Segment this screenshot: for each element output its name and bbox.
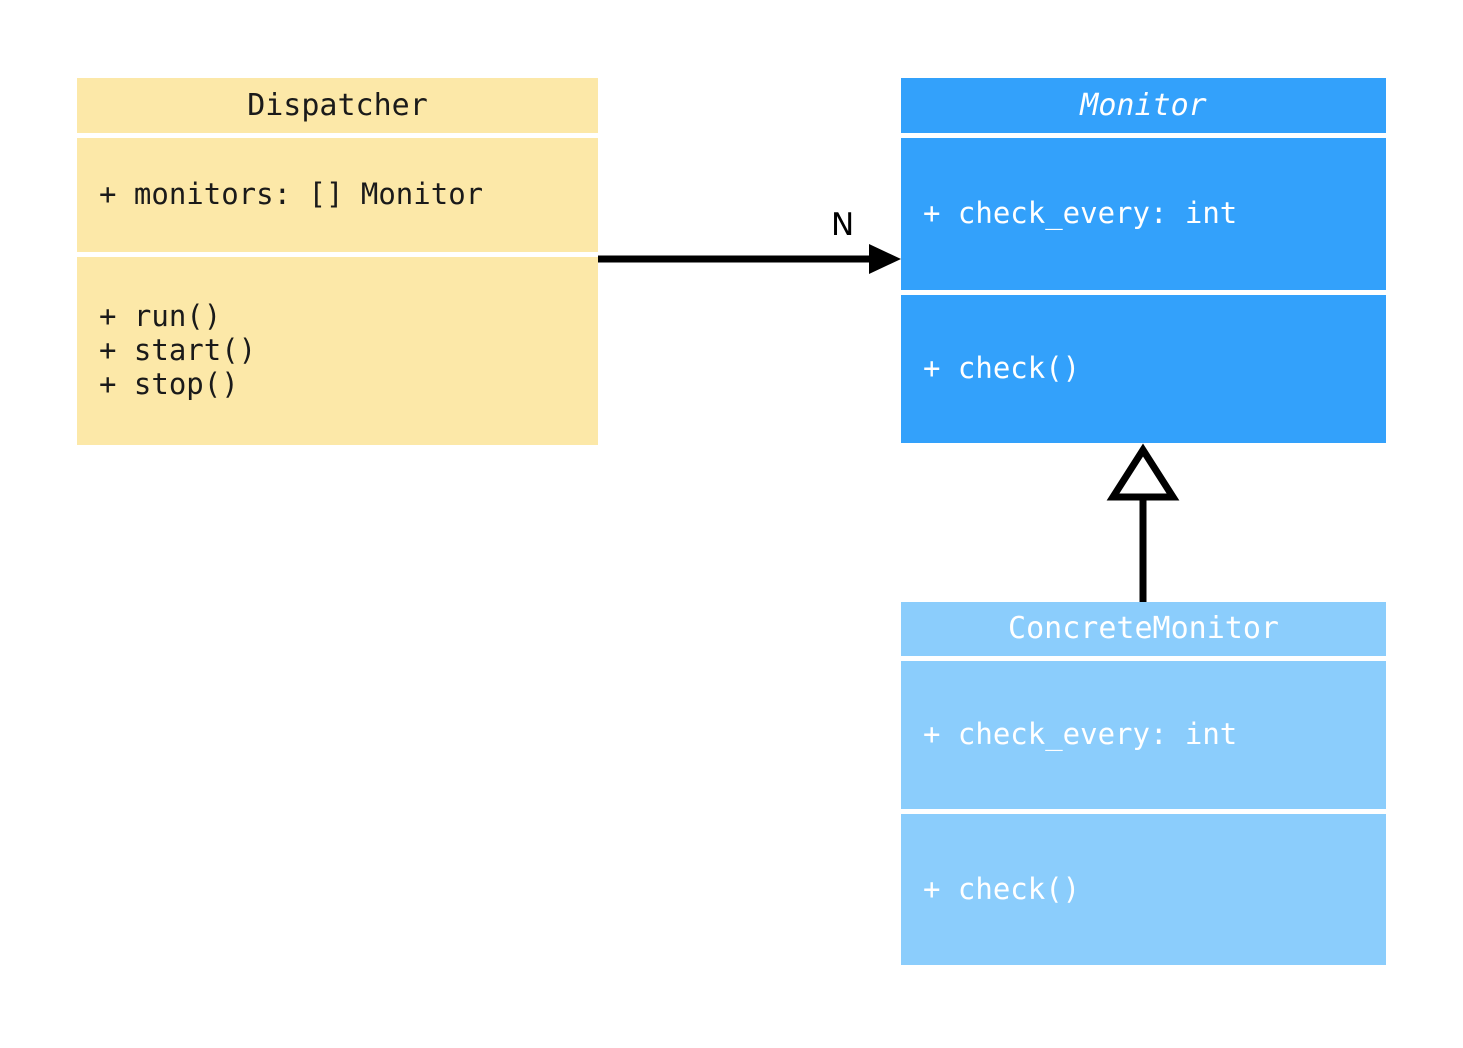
generalization-hollow-triangle-icon [1106,443,1180,501]
method-row: + run() [99,299,222,334]
method-row: + check() [923,871,1081,906]
attribute-row: + check_every: int [923,717,1238,752]
method-row: + check() [923,351,1081,386]
class-attributes-dispatcher: + monitors: [] Monitor [77,138,598,252]
association-arrow-dispatcher-monitor [598,244,901,274]
class-methods-monitor: + check() [901,295,1386,443]
class-title-dispatcher: Dispatcher [77,78,598,133]
method-row: + start() [99,333,257,368]
class-box-monitor[interactable]: Monitor + check_every: int + check() [901,78,1386,443]
class-box-concrete-monitor[interactable]: ConcreteMonitor + check_every: int + che… [901,602,1386,965]
association-arrowhead-icon [869,244,901,274]
method-row: + stop() [99,366,239,401]
class-name-text: Monitor [1080,87,1207,123]
class-title-monitor: Monitor [901,78,1386,133]
association-multiplicity-label: N [831,207,855,243]
class-attributes-concrete-monitor: + check_every: int [901,661,1386,809]
class-title-concrete-monitor: ConcreteMonitor [901,602,1386,656]
class-box-dispatcher[interactable]: Dispatcher + monitors: [] Monitor + run(… [77,78,598,445]
class-name-text: ConcreteMonitor [1008,611,1279,646]
generalization-arrow-concrete-monitor-monitor [1106,443,1180,602]
class-methods-dispatcher: + run() + start() + stop() [77,257,598,445]
attribute-row: + monitors: [] Monitor [99,177,484,212]
attribute-row: + check_every: int [923,196,1238,231]
class-attributes-monitor: + check_every: int [901,138,1386,290]
class-methods-concrete-monitor: + check() [901,814,1386,965]
class-name-text: Dispatcher [247,87,428,123]
